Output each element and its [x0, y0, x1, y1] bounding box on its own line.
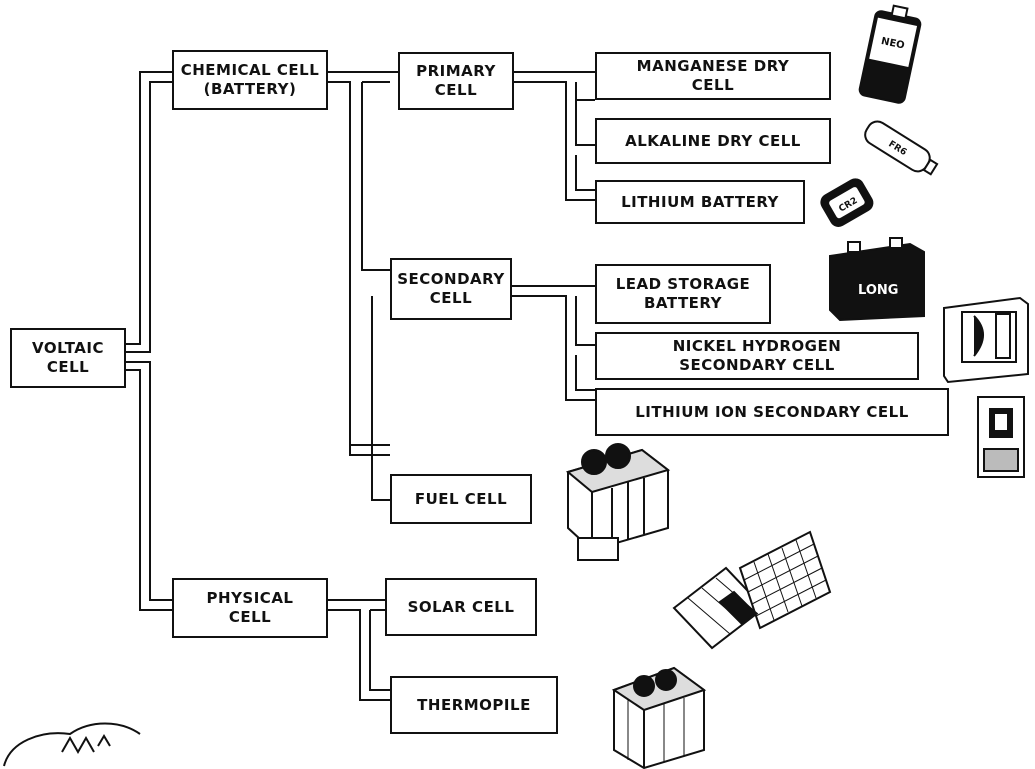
lithium-ion-cell-image — [972, 393, 1032, 483]
box-lithium-battery: LITHIUM BATTERY — [595, 180, 805, 224]
long-label: LONG — [858, 283, 898, 298]
box-nickel-hydrogen-cell: NICKEL HYDROGEN SECONDARY CELL — [595, 332, 919, 380]
label-lead-storage-battery: LEAD STORAGE BATTERY — [616, 275, 751, 313]
box-chemical-cell: CHEMICAL CELL (BATTERY) — [172, 50, 328, 110]
label-secondary-cell: SECONDARY CELL — [397, 270, 505, 308]
label-fuel-cell: FUEL CELL — [415, 490, 507, 509]
box-fuel-cell: FUEL CELL — [390, 474, 532, 524]
thermopile-image — [604, 650, 714, 769]
label-voltaic-cell: VOLTAIC CELL — [32, 339, 104, 377]
box-alkaline-dry-cell: ALKALINE DRY CELL — [595, 118, 831, 164]
label-lithium-ion-cell: LITHIUM ION SECONDARY CELL — [635, 403, 909, 422]
solar-panel-image — [660, 522, 840, 652]
cr2-battery-image: CR2 — [814, 168, 886, 236]
box-primary-cell: PRIMARY CELL — [398, 52, 514, 110]
box-manganese-dry-cell: MANGANESE DRY CELL — [595, 52, 831, 100]
box-secondary-cell: SECONDARY CELL — [390, 258, 512, 320]
box-thermopile: THERMOPILE — [390, 676, 558, 734]
label-nickel-hydrogen-cell: NICKEL HYDROGEN SECONDARY CELL — [673, 337, 842, 375]
box-lithium-ion-cell: LITHIUM ION SECONDARY CELL — [595, 388, 949, 436]
label-lithium-battery: LITHIUM BATTERY — [621, 193, 779, 212]
label-alkaline-dry-cell: ALKALINE DRY CELL — [625, 132, 801, 151]
lead-storage-battery-image: LONG — [820, 234, 932, 326]
manganese-battery-image: NEO — [845, 2, 935, 112]
label-manganese-dry-cell: MANGANESE DRY CELL — [637, 57, 790, 95]
nickel-hydrogen-charger-image — [938, 294, 1034, 386]
box-voltaic-cell: VOLTAIC CELL — [10, 328, 126, 388]
box-physical-cell: PHYSICAL CELL — [172, 578, 328, 638]
label-thermopile: THERMOPILE — [417, 696, 531, 715]
label-primary-cell: PRIMARY CELL — [416, 62, 496, 100]
label-chemical-cell: CHEMICAL CELL (BATTERY) — [181, 61, 320, 99]
box-solar-cell: SOLAR CELL — [385, 578, 537, 636]
label-solar-cell: SOLAR CELL — [408, 598, 515, 617]
label-physical-cell: PHYSICAL CELL — [207, 589, 294, 627]
box-lead-storage-battery: LEAD STORAGE BATTERY — [595, 264, 771, 324]
cloud-doodle — [0, 700, 160, 769]
